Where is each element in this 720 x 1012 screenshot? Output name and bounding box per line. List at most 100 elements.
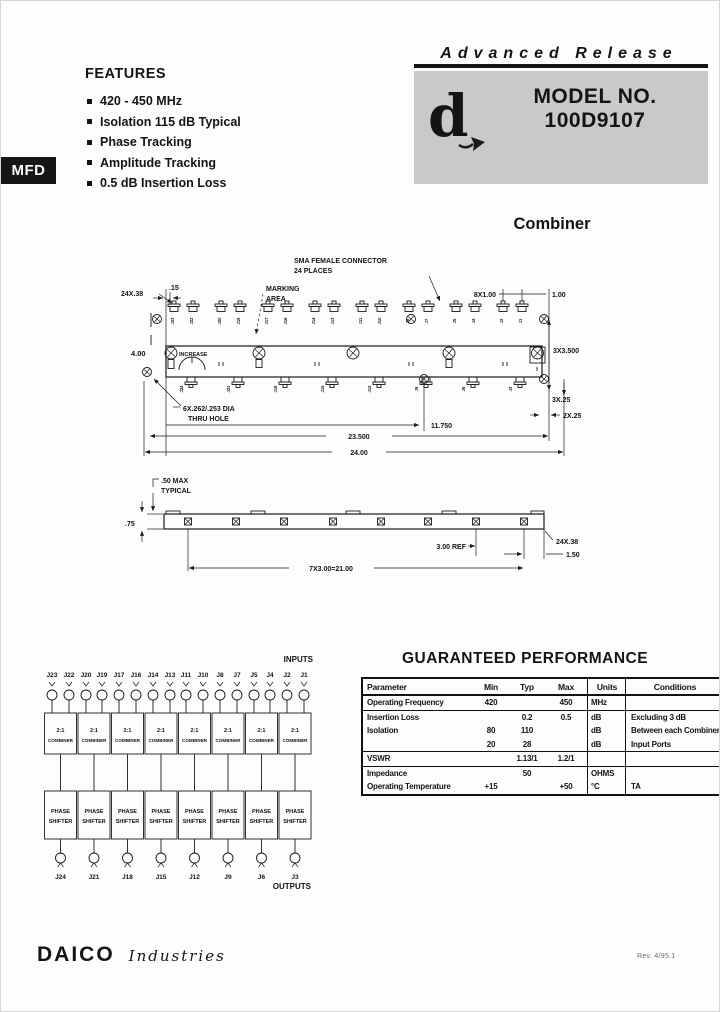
max-callout-1: .50 MAX <box>161 478 189 485</box>
col-max: Max <box>545 678 588 696</box>
shifter-word-2: SHIFTER <box>216 819 240 825</box>
connector-label: J21 <box>226 385 231 393</box>
schematic-diagram: INPUTS OUTPUTS J23 J22 J20 J19 J17 J16 J… <box>44 655 314 891</box>
dim-2x25: 2X.25 <box>563 413 581 420</box>
bottom-sma-connectors: J24 J21 J18 J15 J12 J9 J6 J3 <box>179 376 527 393</box>
shifter-word-2: SHIFTER <box>283 819 307 825</box>
company-suffix: Industries <box>128 947 226 965</box>
cell-max <box>545 737 588 752</box>
dim-400: 4.00 <box>131 349 146 358</box>
combiner-ratio: 2:1 <box>291 728 299 734</box>
table-row: Operating Temperature +15 +50 °C TA <box>362 780 719 795</box>
cell-cond <box>625 766 719 780</box>
connector-label: J9 <box>414 386 419 391</box>
feature-text: 0.5 dB Insertion Loss <box>100 176 227 191</box>
input-port-label: J16 <box>131 672 142 679</box>
connector-label: J8 <box>405 318 410 323</box>
cell-cond: Input Ports <box>625 737 719 752</box>
shifter-word-1: PHASE <box>152 809 171 815</box>
shifter-word-1: PHASE <box>219 809 238 815</box>
shifter-word-1: PHASE <box>252 809 271 815</box>
cell-max: 1.2/1 <box>545 751 588 767</box>
input-port-label: J4 <box>266 672 274 679</box>
feature-item: 420 - 450 MHz <box>87 91 241 112</box>
input-port-label: J14 <box>148 672 159 679</box>
cell-typ: 0.2 <box>521 712 533 722</box>
table-row: VSWR 1.13/1 1.2/1 <box>362 751 719 767</box>
output-port-label: J18 <box>122 874 133 881</box>
connector-label: J18 <box>273 385 278 393</box>
performance-table: Parameter Min Typ Max Units Conditions O… <box>361 677 719 796</box>
cell-cond <box>625 751 719 767</box>
output-port-label: J9 <box>224 874 232 881</box>
col-min: Min <box>473 678 509 696</box>
bullet-icon <box>87 119 92 125</box>
cell-param: Operating Frequency <box>362 695 473 711</box>
cell-min: 20 <box>473 737 509 752</box>
combiner-ratio: 2:1 <box>124 728 132 734</box>
connector-label: J10 <box>377 317 382 325</box>
company-logo-text: DAICO <box>37 943 115 966</box>
connector-label: J13 <box>330 317 335 325</box>
dim-24x38: 24X.38 <box>121 291 143 298</box>
cell-min: 420 <box>473 695 509 711</box>
input-port-label: J17 <box>114 672 125 679</box>
dim-24x38-side: 24X.38 <box>556 539 578 546</box>
performance-section: GUARANTEED PERFORMANCE Parameter Min Typ… <box>361 650 719 796</box>
table-row: Impedance 50 OHMS <box>362 766 719 780</box>
advanced-release-banner: Advanced Release <box>440 45 678 62</box>
feature-text: 420 - 450 MHz <box>100 94 182 109</box>
feature-text: Amplitude Tracking <box>100 155 216 170</box>
sma-callout-2: 24 PLACES <box>294 268 332 275</box>
cell-typ <box>509 780 545 795</box>
outputs-label: OUTPUTS <box>273 882 312 891</box>
model-label: MODEL NO. <box>533 85 657 108</box>
shifter-word-2: SHIFTER <box>250 819 274 825</box>
mfd-badge: MFD <box>1 157 56 184</box>
input-port-label: J7 <box>233 672 241 679</box>
cell-typ: 110 <box>520 726 534 736</box>
cell-cond: Excluding 3 dB <box>625 710 719 724</box>
combiner-word: COMBINER <box>115 738 141 743</box>
output-port-label: J3 <box>291 874 299 881</box>
connector-label: J19 <box>236 317 241 325</box>
dim-3x3500: 3X3.500 <box>553 348 579 355</box>
dim-75: .75 <box>125 521 135 528</box>
cell-units: dB <box>587 737 626 752</box>
shifter-word-2: SHIFTER <box>82 819 106 825</box>
output-port-label: J24 <box>55 874 66 881</box>
connector-label: J16 <box>283 317 288 325</box>
output-port-label: J6 <box>258 874 266 881</box>
cell-units: dB <box>587 710 626 724</box>
combiner-word: COMBINER <box>215 738 241 743</box>
model-box: d MODEL NO. 100D9107 Combiner <box>414 71 708 233</box>
combiner-ratio: 2:1 <box>191 728 199 734</box>
input-port-label: J8 <box>216 672 224 679</box>
feature-text: Phase Tracking <box>100 135 192 150</box>
shifter-word-1: PHASE <box>51 809 70 815</box>
input-ports: J23 J22 J20 J19 J17 J16 J14 J13 J11 J10 … <box>46 672 310 714</box>
dim-pitch: 7X3.00=21.00 <box>309 566 353 573</box>
performance-title: GUARANTEED PERFORMANCE <box>401 650 649 667</box>
cell-max: +50 <box>559 782 573 792</box>
features-title: FEATURES <box>85 66 167 82</box>
bullet-icon <box>87 98 92 104</box>
cell-typ <box>509 695 545 711</box>
input-port-label: J23 <box>47 672 58 679</box>
connector-label: J23 <box>170 317 175 325</box>
package-body <box>150 313 546 378</box>
shifter-word-2: SHIFTER <box>149 819 173 825</box>
cell-max <box>545 766 588 780</box>
cell-min <box>473 766 509 780</box>
model-number: 100D9107 <box>544 109 646 132</box>
combiner-word: COMBINER <box>48 738 74 743</box>
combiner-ratio: 2:1 <box>224 728 232 734</box>
connector-label: J20 <box>217 317 222 325</box>
connector-label: J12 <box>367 385 372 393</box>
table-row: 20 28 dB Input Ports <box>362 737 719 752</box>
cell-min: 80 <box>486 726 496 736</box>
features-list: 420 - 450 MHz Isolation 115 dB Typical P… <box>87 91 241 194</box>
cell-cond: TA <box>625 780 719 795</box>
shifter-word-1: PHASE <box>118 809 137 815</box>
increase-label: INCREASE <box>179 352 208 358</box>
